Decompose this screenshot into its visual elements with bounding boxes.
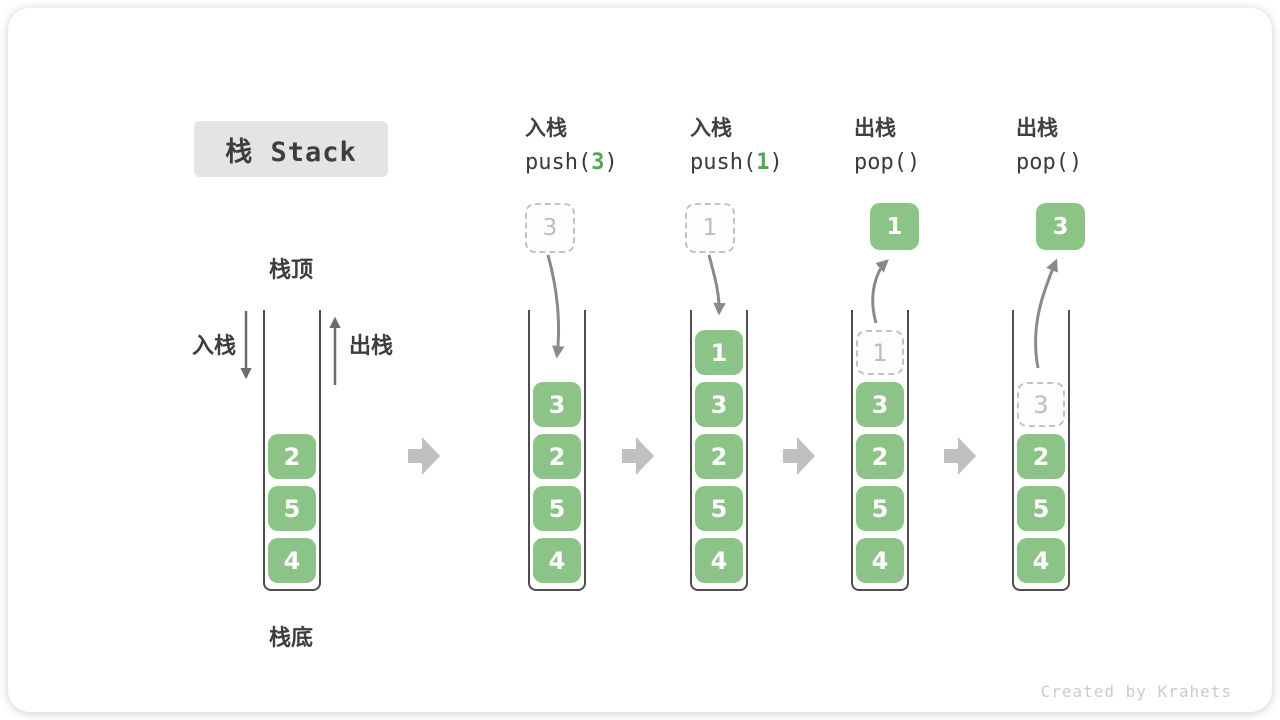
stack-item: 2: [1017, 434, 1065, 479]
step-arrow-3: [783, 437, 815, 475]
title-text: 栈 Stack: [225, 136, 357, 168]
stack-item: 4: [268, 538, 316, 583]
stack-container: [528, 310, 586, 591]
operation-label-push3: 入栈 push(3): [525, 114, 618, 177]
stack-item: 4: [856, 538, 904, 583]
operation-zh: 出栈: [1016, 116, 1058, 140]
stack-top-label: 栈顶: [268, 258, 313, 283]
title-badge: 栈 Stack: [194, 121, 388, 177]
code-pre: pop(: [854, 150, 907, 175]
stack-item-ghost: 1: [856, 330, 904, 375]
stack-container: [690, 310, 748, 591]
stack-container: [1012, 310, 1070, 591]
stack-item: 5: [856, 486, 904, 531]
code-pre: push(: [525, 150, 592, 175]
stack-container: [851, 310, 909, 591]
stack-item: 3: [533, 382, 581, 427]
arrows-overlay: [240, 254, 1058, 475]
operation-label-pop-2: 出栈 pop(): [1016, 114, 1082, 177]
stack-item: 2: [695, 434, 743, 479]
stack-item: 4: [1017, 538, 1065, 583]
stack-item: 3: [695, 382, 743, 427]
popped-value-box: 3: [1036, 203, 1085, 250]
operation-code: pop(): [854, 149, 920, 177]
stack-item-ghost: 3: [1017, 382, 1065, 427]
operation-zh: 入栈: [525, 116, 567, 140]
stack-item: 4: [695, 538, 743, 583]
operation-code: push(1): [690, 149, 783, 177]
stack-item: 2: [268, 434, 316, 479]
watermark: Created by Krahets: [1040, 682, 1232, 701]
code-post: ): [769, 150, 783, 175]
stack-item: 2: [856, 434, 904, 479]
operation-zh: 入栈: [690, 116, 732, 140]
code-pre: pop(: [1016, 150, 1069, 175]
stack-item: 5: [695, 486, 743, 531]
step-arrow-1: [408, 437, 440, 475]
operation-code: pop(): [1016, 149, 1082, 177]
stack-item: 1: [695, 330, 743, 375]
pop-side-label: 出栈: [349, 334, 394, 359]
step-arrow-2: [622, 437, 654, 475]
diagram-card: 栈 Stack 栈顶 栈底 入栈 出栈 入栈 push(3) 入栈 push(1…: [8, 8, 1272, 712]
code-post: ): [1068, 150, 1083, 175]
push1-arrow: [707, 254, 726, 316]
operation-code: push(3): [525, 149, 618, 177]
stack-container: [263, 310, 321, 591]
stack-item: 3: [856, 382, 904, 427]
code-arg: 1: [756, 150, 770, 175]
operation-label-pop-1: 出栈 pop(): [854, 114, 920, 177]
code-arg: 3: [591, 150, 605, 175]
stack-item: 5: [268, 486, 316, 531]
popped-value-box: 1: [870, 203, 919, 250]
pushed-value-box: 1: [685, 203, 735, 253]
pushed-value-box: 3: [525, 203, 575, 253]
step-arrow-4: [944, 437, 976, 475]
operation-zh: 出栈: [854, 116, 896, 140]
stack-item: 5: [533, 486, 581, 531]
code-post: ): [906, 150, 921, 175]
code-post: ): [604, 150, 618, 175]
operation-label-push1: 入栈 push(1): [690, 114, 783, 177]
stack-item: 2: [533, 434, 581, 479]
push-side-label: 入栈: [191, 334, 236, 359]
stack-item: 5: [1017, 486, 1065, 531]
stack-bottom-label: 栈底: [268, 626, 313, 651]
stack-item: 4: [533, 538, 581, 583]
code-pre: push(: [690, 150, 757, 175]
